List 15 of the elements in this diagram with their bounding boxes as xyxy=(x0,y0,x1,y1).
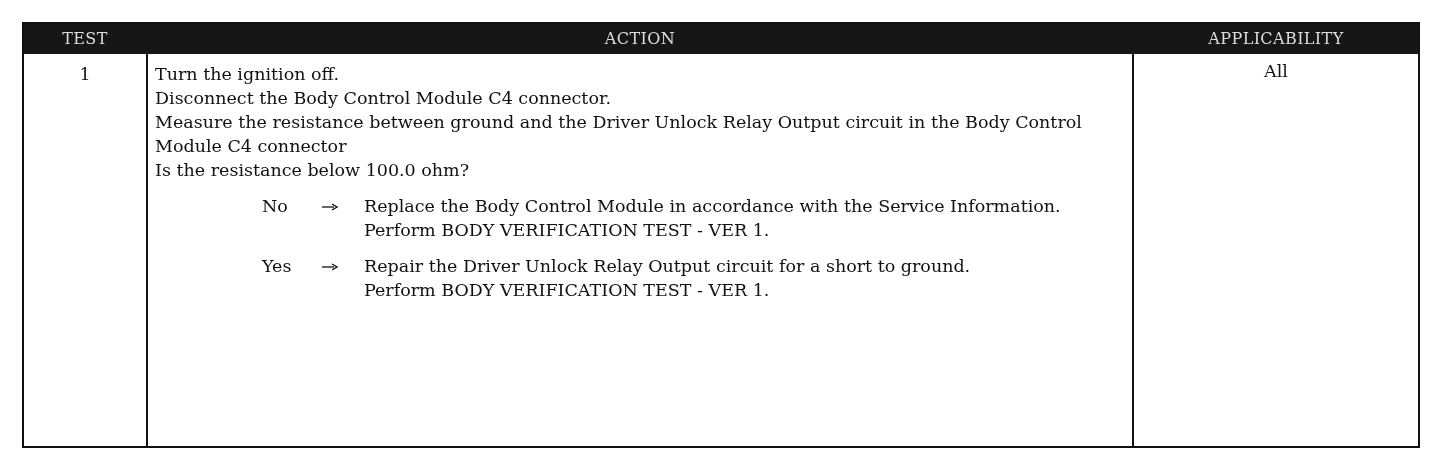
column-header: TEST xyxy=(62,28,108,50)
table-cell-text: All xyxy=(1264,60,1288,83)
instruction-text: Turn the ignition off. xyxy=(155,63,340,86)
instruction-text: Perform BODY VERIFICATION TEST - VER 1. xyxy=(364,279,771,302)
instruction-text: Perform BODY VERIFICATION TEST - VER 1. xyxy=(364,219,771,242)
column-header: APPLICABILITY xyxy=(1208,28,1344,50)
instruction-text: Replace the Body Control Module in accordance with the Service Information. xyxy=(364,195,1062,218)
column-header: ACTION xyxy=(604,28,676,50)
answer-text: No xyxy=(262,195,289,218)
question-text: Is the resistance below 100.0 ohm? xyxy=(155,159,471,182)
instruction-text: Repair the Driver Unlock Relay Output circuit for a short to ground. xyxy=(364,255,972,278)
table-cell-text: 1 xyxy=(79,63,91,86)
answer-text: Yes xyxy=(262,255,293,278)
instruction-text: Measure the resistance between ground and the Driver Unlock Relay Output circuit in the Body Control Module C4 connector xyxy=(155,111,1083,158)
instruction-text: Disconnect the Body Control Module C4 connector. xyxy=(155,87,612,110)
